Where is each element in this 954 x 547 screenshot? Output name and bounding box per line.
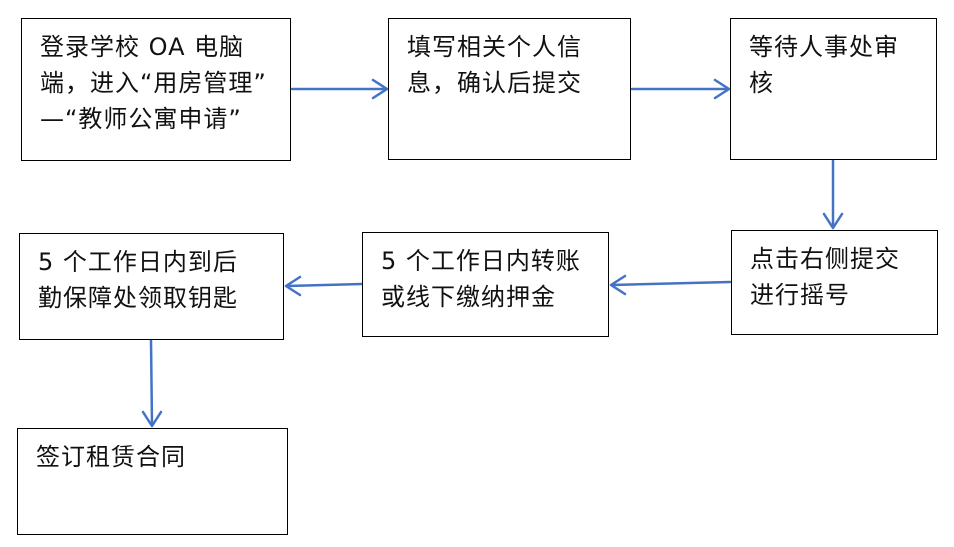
- step-lottery: 点击右侧提交 进行摇号: [731, 230, 938, 335]
- arrow-collect-keys-to-sign-lease: [141, 338, 163, 428]
- step-collect-keys: 5 个工作日内到后 勤保障处领取钥匙: [19, 233, 284, 340]
- step-hr-review-line-1: 等待人事处审: [749, 33, 899, 61]
- step-fill-info: 填写相关个人信 息，确认后提交: [388, 18, 631, 160]
- arrow-lottery-to-pay-deposit: [609, 274, 732, 296]
- step-pay-deposit-line-2: 或线下缴纳押金: [381, 283, 556, 311]
- step-login-line-3: —“教师公寓申请”: [40, 105, 242, 133]
- step-lottery-line-1: 点击右侧提交: [750, 245, 900, 273]
- arrow-pay-deposit-to-collect-keys: [284, 275, 364, 297]
- step-hr-review: 等待人事处审 核: [730, 18, 937, 160]
- arrow-fill-info-to-hr-review: [630, 78, 731, 100]
- step-sign-lease-line-1: 签订租赁合同: [36, 443, 186, 471]
- step-hr-review-line-2: 核: [749, 69, 774, 97]
- step-login: 登录学校 OA 电脑 端，进入“用房管理” —“教师公寓申请”: [21, 18, 291, 161]
- step-lottery-line-2: 进行摇号: [750, 281, 850, 309]
- step-sign-lease: 签订租赁合同: [17, 428, 288, 535]
- arrow-login-to-fill-info: [290, 78, 389, 100]
- step-collect-keys-line-2: 勤保障处领取钥匙: [38, 284, 238, 312]
- step-pay-deposit-line-1: 5 个工作日内转账: [381, 247, 581, 275]
- step-pay-deposit: 5 个工作日内转账 或线下缴纳押金: [362, 232, 609, 337]
- arrow-hr-review-to-lottery: [822, 158, 844, 230]
- step-login-line-2: 端，进入“用房管理”: [40, 69, 267, 97]
- step-collect-keys-line-1: 5 个工作日内到后: [38, 248, 238, 276]
- step-login-line-1: 登录学校 OA 电脑: [40, 33, 245, 61]
- step-fill-info-line-2: 息，确认后提交: [407, 69, 582, 97]
- step-fill-info-line-1: 填写相关个人信: [407, 33, 582, 61]
